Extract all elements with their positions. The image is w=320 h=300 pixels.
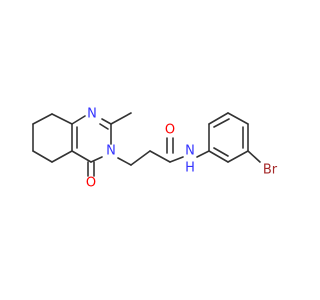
bond-n1-c2-double: [99, 123, 109, 130]
bond-camide-n: [169, 156, 184, 163]
bond-c8-c7: [32, 113, 53, 125]
atom-o-amide: O: [165, 123, 175, 138]
bond-c5-c4a: [51, 150, 73, 163]
bond-c5p-c6p: [227, 150, 249, 163]
bond-c6p-c1p-inner: [213, 147, 229, 157]
bond-c2-methyl: [110, 112, 132, 125]
molecule-structure: N N O O N H Br: [32, 107, 278, 191]
bond-ch2-camide: [130, 150, 151, 166]
atom-h-amide: H: [185, 161, 195, 176]
bond-c6-c5: [32, 150, 53, 163]
bond-c2p-c3p-inner: [213, 118, 230, 128]
bond-c3p-c4p: [227, 112, 249, 125]
bond-n-c1prime: [196, 150, 210, 158]
atom-n-amide: N: [185, 144, 195, 159]
molecule-canvas: N N O O N H Br: [32, 106, 278, 191]
bond-c2p-c3p: [208, 112, 229, 125]
bond-c8a-c8: [51, 113, 73, 125]
atom-br: Br: [263, 163, 278, 178]
bond-c8a-n1: [71, 115, 86, 125]
bond-c4-c4a: [71, 150, 92, 163]
bond-n1-c2: [101, 118, 112, 125]
atom-n1: N: [87, 107, 97, 122]
bond-camide-c: [149, 150, 171, 163]
bond-n3-c4: [90, 156, 103, 163]
atom-o-ring: O: [86, 176, 96, 191]
bond-n3-ch2: [117, 157, 132, 166]
bond-c5p-br: [247, 150, 261, 163]
bond-c6p-c1p: [208, 150, 229, 163]
atom-n3: N: [106, 144, 116, 159]
